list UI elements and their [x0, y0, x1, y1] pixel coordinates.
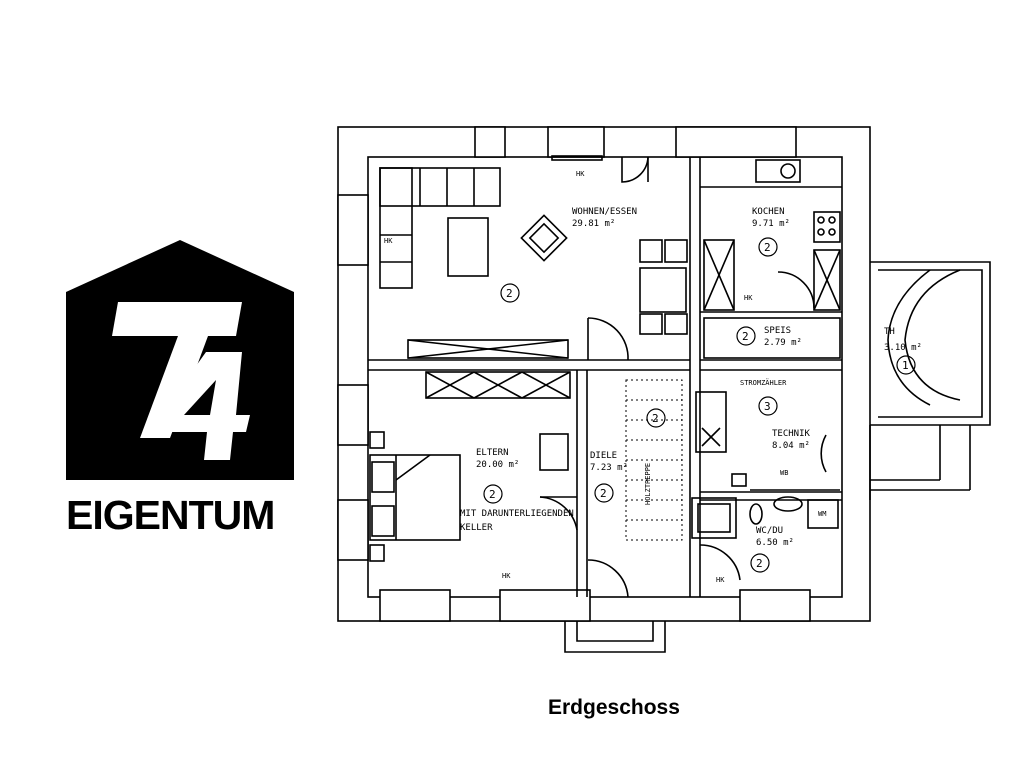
hk-label-wcdu: HK	[716, 576, 725, 584]
room-name-kochen: KOCHEN	[752, 207, 785, 217]
stair-label: HOLZTREPPE	[644, 463, 652, 505]
logo-wordmark: EIGENTUM	[66, 492, 275, 538]
floor-title: Erdgeschoss	[548, 696, 680, 719]
room-name-diele: DIELE	[590, 451, 617, 461]
marker-diele: 2	[600, 487, 607, 500]
marker-wohnen: 2	[506, 287, 513, 300]
room-area-wohnen: 29.81 m²	[572, 219, 615, 229]
marker-wcdu: 2	[756, 557, 763, 570]
t4-logo-mark	[66, 240, 294, 480]
marker-eltern: 2	[489, 488, 496, 501]
label-stromzaehler: STROMZÄHLER	[740, 378, 787, 387]
hk-label-eltern: HK	[502, 572, 511, 580]
room-area-diele: 7.23 m²	[590, 463, 628, 473]
room-area-eltern: 20.00 m²	[476, 460, 519, 470]
marker-stair: 2	[652, 412, 659, 425]
room-name-wcdu: WC/DU	[756, 526, 783, 536]
marker-kochen: 2	[764, 241, 771, 254]
room-name-th: TH	[884, 327, 895, 337]
room-area-speis: 2.79 m²	[764, 338, 802, 348]
marker-th: 1	[902, 359, 909, 372]
marker-speis: 2	[742, 330, 749, 343]
room-area-th: 3.10 m²	[884, 343, 922, 353]
room-name-eltern: ELTERN	[476, 448, 509, 458]
wb-label: WB	[780, 469, 788, 477]
room-name-speis: SPEIS	[764, 326, 791, 336]
room-note-eltern-1: MIT DARUNTERLIEGENDEN	[460, 509, 574, 519]
marker-technik: 3	[764, 400, 771, 413]
room-name-technik: TECHNIK	[772, 429, 811, 439]
hk-label-wohnen: HK	[576, 170, 585, 178]
wm-label: WM	[818, 510, 826, 518]
room-area-kochen: 9.71 m²	[752, 219, 790, 229]
hk-label-kochen: HK	[744, 294, 753, 302]
room-note-eltern-2: KELLER	[460, 523, 493, 533]
room-area-technik: 8.04 m²	[772, 441, 810, 451]
hk-label-wohnen-left: HK	[384, 237, 393, 245]
room-area-wcdu: 6.50 m²	[756, 538, 794, 548]
room-name-wohnen: WOHNEN/ESSEN	[572, 207, 637, 217]
